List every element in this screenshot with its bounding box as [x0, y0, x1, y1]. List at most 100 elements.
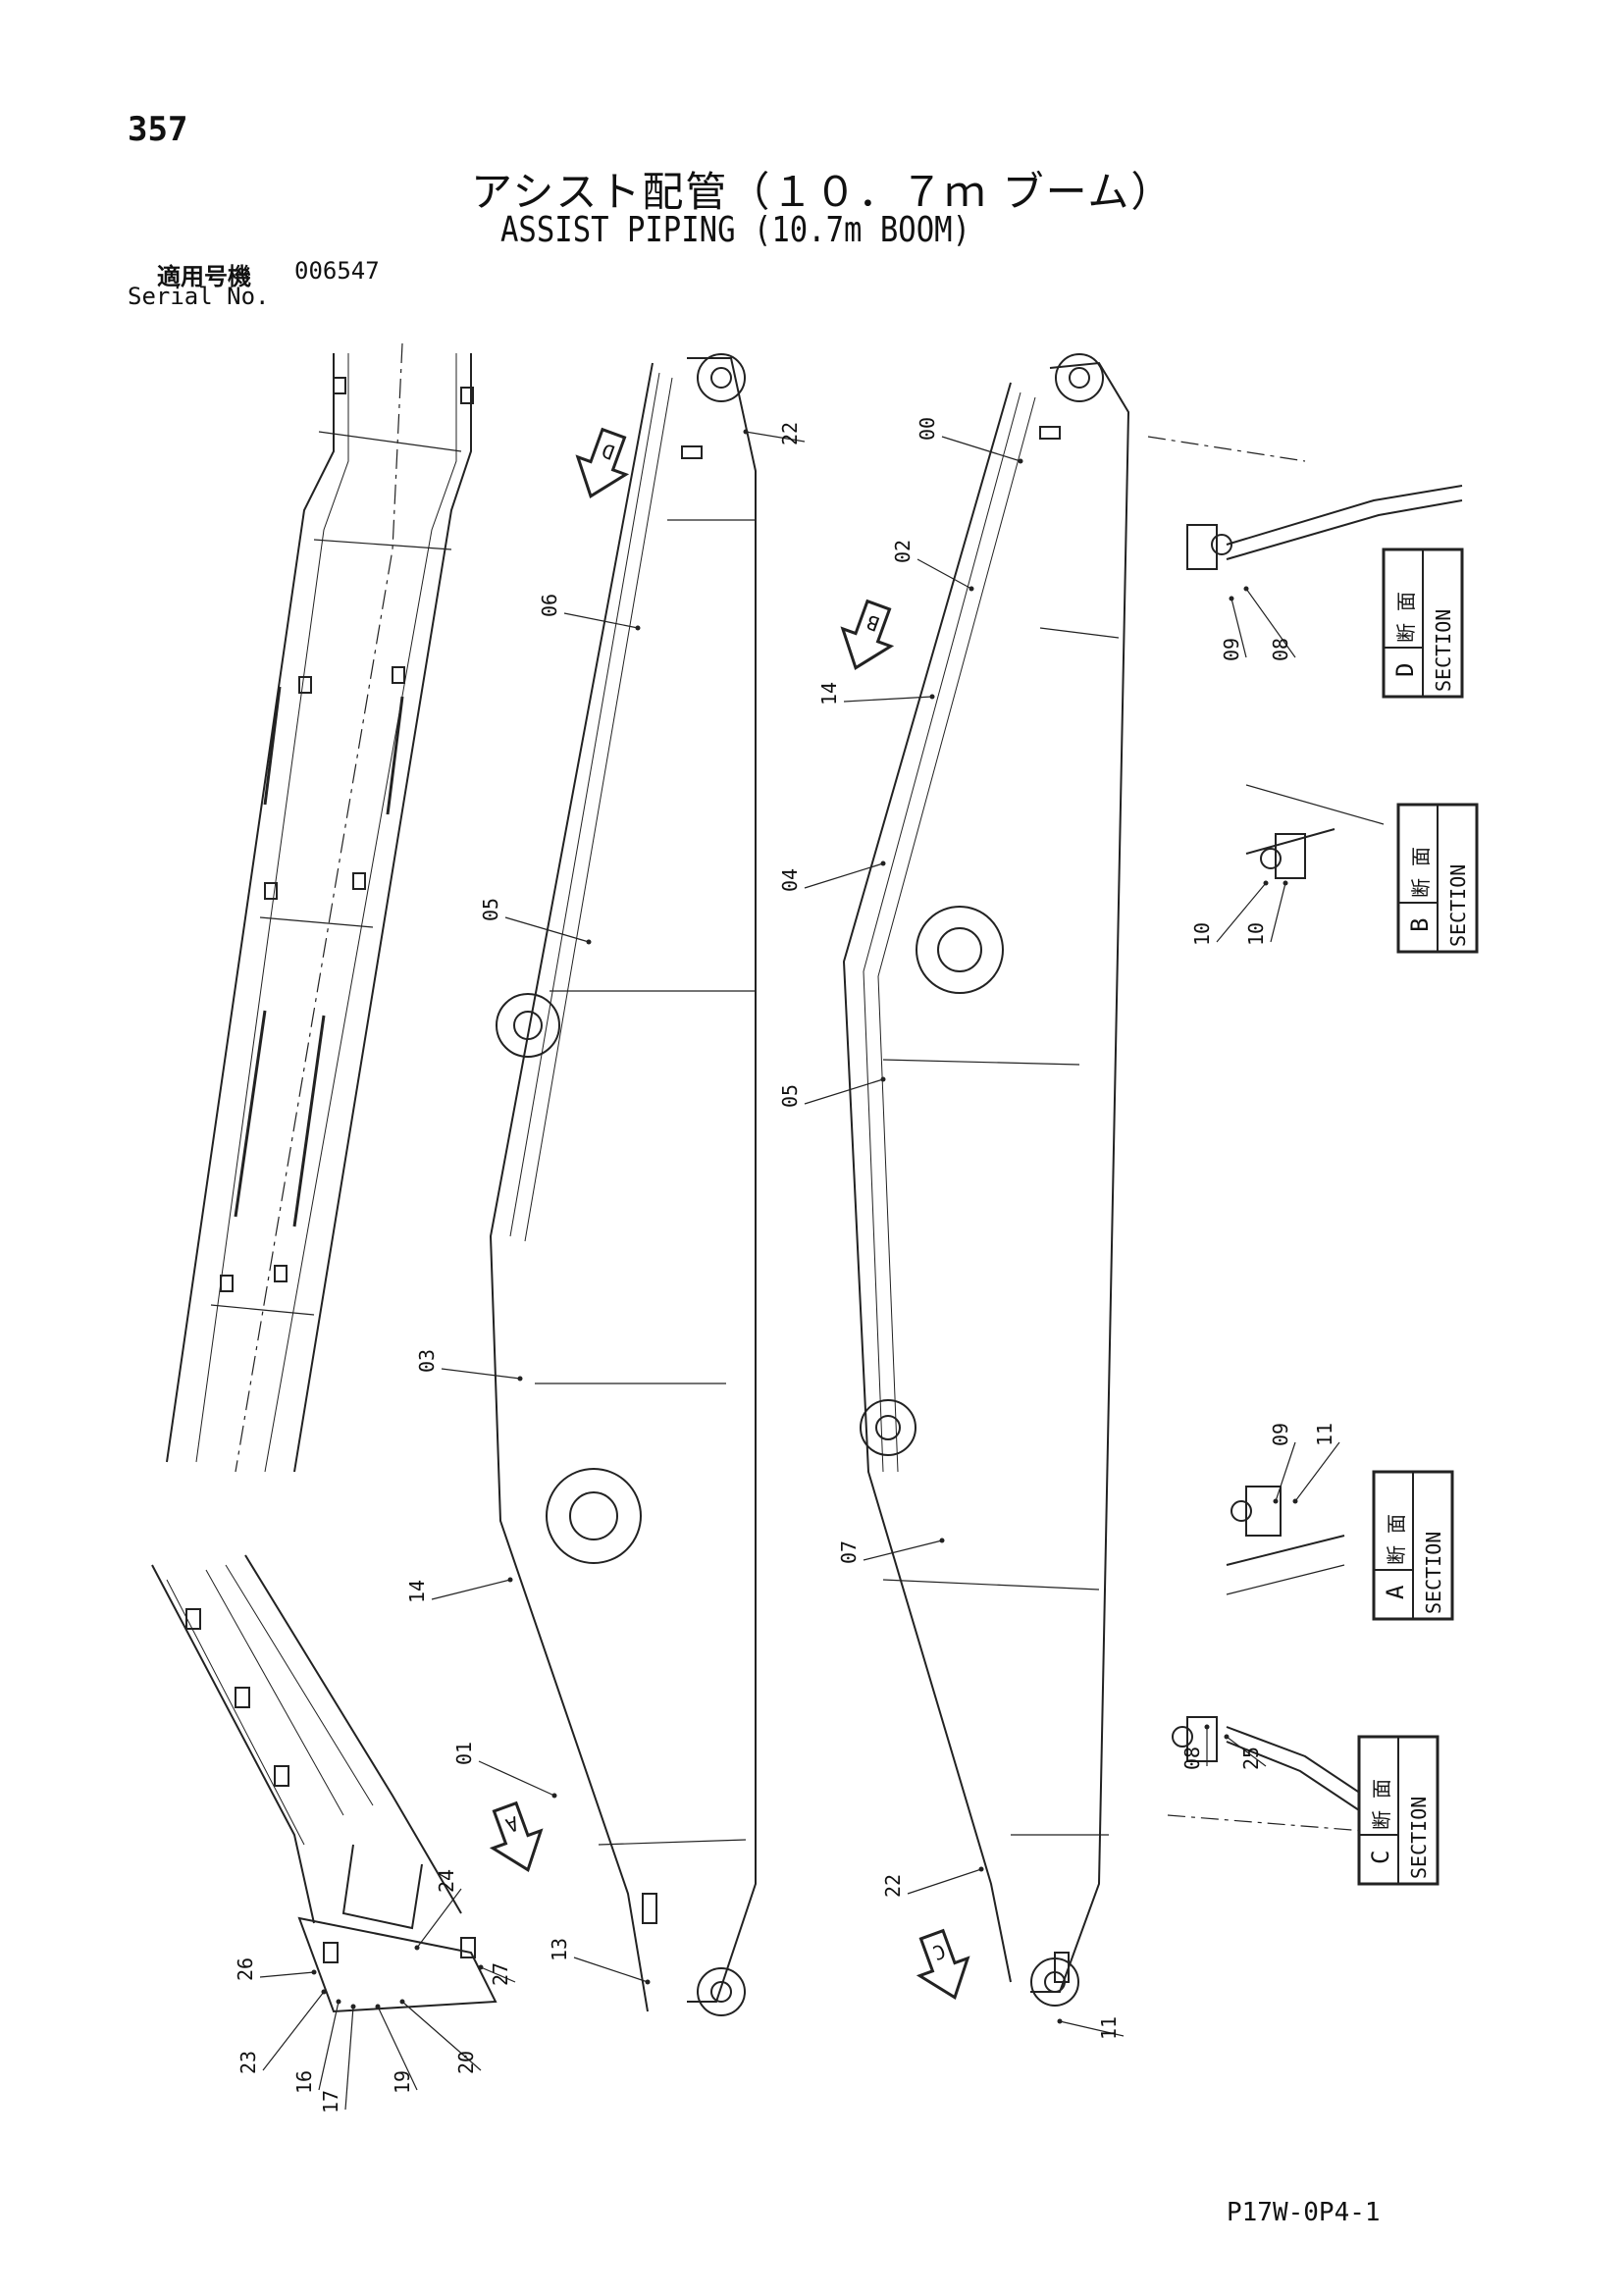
- section-heading-jp: 断 面: [1409, 847, 1433, 898]
- part-number-label: 06: [538, 594, 561, 617]
- part-callout: 27: [478, 1962, 516, 1986]
- part-number-label: 25: [1239, 1747, 1263, 1770]
- section-heading-en: SECTION: [1446, 864, 1470, 947]
- part-number-label: 10: [1190, 922, 1214, 946]
- serial-label-english: Serial No.: [128, 283, 270, 310]
- part-callout: 06: [538, 594, 641, 631]
- part-number-label: 10: [1244, 922, 1268, 946]
- section-box-d: 断 面 SECTION D: [1382, 548, 1464, 699]
- serial-label-japanese: 適用号機: [157, 263, 251, 290]
- part-callout: 09: [1220, 596, 1247, 661]
- part-callout: 19: [375, 2004, 418, 2094]
- part-callout: 04: [778, 861, 886, 892]
- part-number-label: 01: [452, 1742, 476, 1765]
- part-callout: 22: [743, 422, 806, 445]
- part-number-label: 02: [891, 540, 915, 563]
- view-arrow-b: B: [840, 599, 895, 670]
- view-arrow-a: A: [489, 1800, 544, 1872]
- part-callout: 07: [837, 1538, 945, 1564]
- part-number-label: 13: [548, 1938, 571, 1961]
- section-heading-jp: 断 面: [1385, 1514, 1408, 1565]
- part-number-label: 23: [236, 2051, 260, 2074]
- section-box-b: 断 面 SECTION B: [1396, 803, 1479, 954]
- part-number-label: 19: [391, 2070, 414, 2094]
- part-number-label: 05: [778, 1084, 802, 1108]
- section-boxes: 断 面 SECTION D 断 面 SECTION B 断 面 SECTION A 断 面 SECT…: [1357, 548, 1479, 1886]
- section-heading-jp: 断 面: [1394, 592, 1418, 643]
- section-letter: B: [1406, 918, 1434, 932]
- part-callout: 00: [916, 417, 1023, 464]
- section-heading-en: SECTION: [1432, 609, 1455, 692]
- part-number-label: 11: [1097, 2016, 1121, 2040]
- section-detail-b: [1245, 784, 1385, 879]
- boom-side-view-middle: [489, 353, 757, 2016]
- part-number-label: 07: [837, 1540, 861, 1564]
- boom-top-view-lower: [151, 1554, 497, 2013]
- section-detail-a: [1226, 1486, 1345, 1595]
- part-callout: 23: [236, 1989, 327, 2074]
- part-number-label: 08: [1180, 1747, 1204, 1770]
- part-number-label: 09: [1220, 638, 1243, 661]
- part-number-label: 00: [916, 417, 939, 441]
- part-callout: 14: [405, 1577, 513, 1603]
- part-labels: 22 06 05 03 14 01 13 00 02 14 04 05 07 22 11 09 08 10 10 09…: [234, 417, 1340, 2113]
- part-callout: 08: [1243, 586, 1296, 661]
- drawing-code: P17W-0P4-1: [1227, 2198, 1381, 2227]
- part-callout: 11: [1057, 2016, 1125, 2040]
- part-callout: 22: [881, 1866, 984, 1898]
- section-letter: D: [1391, 663, 1419, 677]
- part-number-label: 24: [435, 1869, 458, 1893]
- part-number-label: 04: [778, 868, 802, 892]
- title-japanese: アシスト配管（１０．７ｍ ブーム）: [471, 168, 1175, 216]
- boom-side-view-right: [842, 353, 1130, 2007]
- section-box-c: 断 面 SECTION C: [1357, 1735, 1440, 1886]
- section-heading-en: SECTION: [1422, 1532, 1445, 1614]
- view-arrow-c: C: [916, 1928, 970, 2000]
- part-number-label: 14: [817, 682, 841, 705]
- section-heading-en: SECTION: [1407, 1797, 1431, 1879]
- part-callout: 05: [778, 1076, 886, 1108]
- part-callout: 01: [452, 1742, 557, 1799]
- part-callout: 24: [414, 1869, 462, 1951]
- part-number-label: 11: [1313, 1423, 1336, 1446]
- part-callout: 10: [1244, 880, 1288, 946]
- part-number-label: 09: [1269, 1423, 1292, 1446]
- part-number-label: 20: [454, 2051, 478, 2074]
- part-number-label: 27: [489, 1962, 512, 1986]
- page-number: 357: [128, 110, 188, 149]
- section-box-a: 断 面 SECTION A: [1372, 1470, 1454, 1621]
- part-number-label: 17: [319, 2090, 342, 2113]
- part-callout: 08: [1180, 1724, 1210, 1770]
- part-callout: 13: [548, 1938, 651, 1985]
- part-number-label: 05: [479, 898, 502, 921]
- part-number-label: 08: [1269, 638, 1292, 661]
- part-callout: 26: [234, 1957, 317, 1981]
- part-number-label: 16: [292, 2070, 316, 2094]
- section-letter: C: [1367, 1851, 1394, 1864]
- part-number-label: 26: [234, 1957, 257, 1981]
- part-callout: 25: [1224, 1734, 1267, 1770]
- part-callout: 11: [1292, 1423, 1340, 1504]
- part-callout: 09: [1269, 1423, 1296, 1504]
- part-callout: 14: [817, 682, 935, 705]
- part-callout: 05: [479, 898, 592, 945]
- part-number-label: 14: [405, 1580, 429, 1603]
- boom-top-view-upper: [166, 342, 474, 1473]
- view-arrows: D B A C: [489, 427, 970, 2000]
- section-letter: A: [1382, 1585, 1409, 1599]
- serial-number: 006547: [294, 257, 380, 285]
- title-english: ASSIST PIPING (10.7m BOOM): [500, 210, 971, 250]
- part-number-label: 22: [881, 1874, 905, 1898]
- part-callout: 02: [891, 540, 974, 592]
- view-arrow-d: D: [575, 427, 630, 498]
- part-callout: 20: [399, 1999, 482, 2074]
- part-callout: 03: [415, 1349, 523, 1382]
- part-number-label: 03: [415, 1349, 439, 1373]
- part-callout: 16: [292, 1999, 341, 2094]
- part-callout: 10: [1190, 880, 1269, 946]
- part-number-label: 22: [778, 422, 802, 445]
- part-callout: 17: [319, 2004, 356, 2113]
- section-heading-jp: 断 面: [1370, 1779, 1393, 1830]
- section-detail-d: [1147, 436, 1463, 570]
